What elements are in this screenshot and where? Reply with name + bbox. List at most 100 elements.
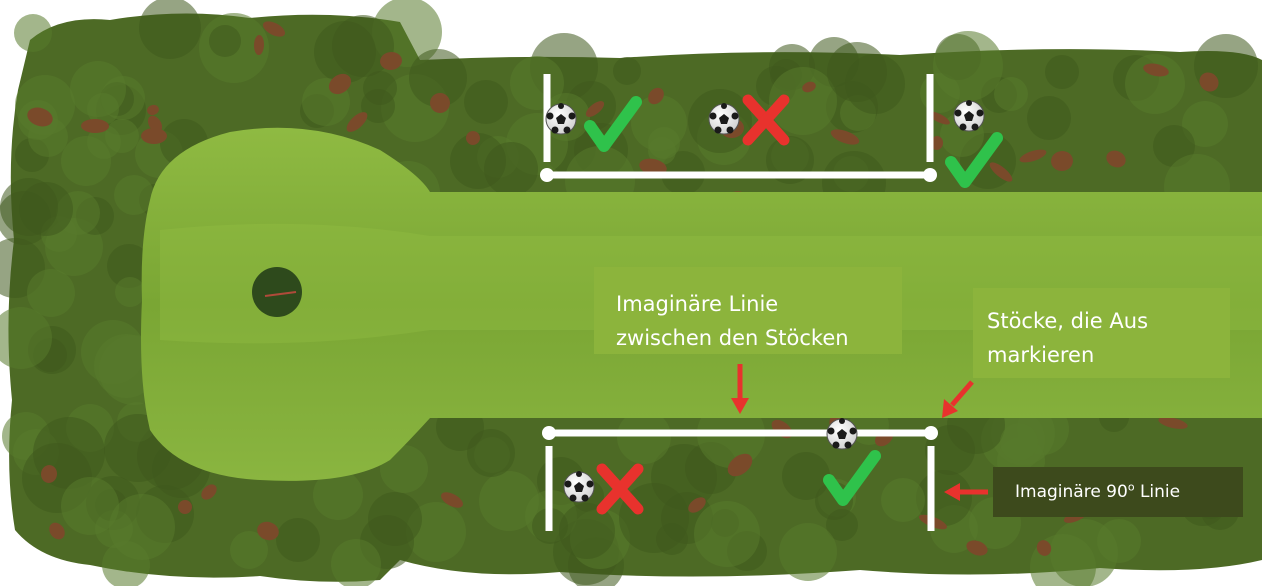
bush (361, 89, 395, 123)
green-hole-area (252, 267, 302, 317)
bush (1000, 423, 1038, 461)
dirt-patch (81, 118, 109, 134)
dirt-patch (441, 492, 463, 508)
dirt-patch (178, 500, 192, 514)
soccer-ball-icon (563, 471, 595, 503)
label-ninety-line: Imaginäre 90o Linie (993, 467, 1243, 517)
ball-marker (545, 96, 642, 152)
check-icon (945, 132, 1003, 188)
dirt-patch (201, 484, 217, 500)
bush (139, 0, 201, 59)
bush (1097, 519, 1141, 563)
bush (782, 452, 830, 500)
bottom-left-stick (542, 426, 556, 440)
bush (1027, 96, 1071, 140)
label-imaginary-line-2: zwischen den Stöcken (616, 326, 849, 350)
bush (332, 15, 394, 77)
dirt-patch (141, 128, 167, 144)
soccer-ball-icon (953, 100, 985, 132)
bottom-right-stick (924, 426, 938, 440)
arrow-ninety-line (944, 483, 988, 501)
check-icon (823, 450, 881, 506)
dirt-patch (830, 129, 860, 145)
bush (1125, 54, 1185, 114)
dirt-patch (966, 540, 988, 556)
dirt-patch (727, 453, 753, 477)
dirt-patch (346, 112, 368, 132)
bush (107, 244, 151, 288)
bush (694, 501, 760, 567)
top-left-stick (540, 168, 554, 182)
label-sticks-out-2: markieren (987, 343, 1095, 367)
bush (114, 175, 154, 215)
soccer-ball-icon (708, 103, 740, 135)
bush (613, 57, 641, 85)
dirt-patch (585, 101, 605, 117)
dirt-patch (262, 21, 286, 37)
bush (994, 77, 1028, 111)
dirt-patch (430, 92, 450, 113)
bush (230, 531, 268, 569)
bush (70, 61, 126, 117)
dirt-patch (1036, 540, 1052, 556)
bush (276, 518, 320, 562)
bush (27, 269, 75, 317)
label-ninety-prefix: Imaginäre 90 (1015, 482, 1128, 502)
label-imaginary-line: Imaginäre Linie zwischen den Stöcken (594, 267, 902, 354)
dirt-patch (1143, 63, 1169, 77)
soccer-ball-icon (545, 103, 577, 135)
label-ninety-line-text: Imaginäre 90o Linie (1015, 480, 1243, 504)
bush (479, 471, 539, 531)
bush (1045, 55, 1079, 89)
dirt-patch (40, 465, 58, 483)
bush (209, 25, 241, 57)
bush (0, 307, 52, 369)
bush (0, 178, 58, 236)
dirt-patch (27, 107, 53, 127)
dirt-patch (147, 104, 159, 116)
dirt-patch (930, 136, 944, 150)
dirt-patch (466, 131, 480, 145)
bush (109, 494, 175, 560)
bush (617, 410, 671, 464)
arrow-sticks (942, 380, 974, 418)
annotation-arrows (731, 364, 988, 501)
dirt-patch (380, 51, 402, 71)
bush (331, 539, 381, 586)
dirt-patch (1106, 150, 1126, 168)
bush (845, 54, 905, 114)
bush (464, 80, 508, 124)
bush (631, 95, 687, 151)
bush (28, 117, 68, 157)
bush (769, 67, 837, 135)
bush (1182, 101, 1228, 147)
cross-icon (742, 94, 790, 146)
arrow-imaginary-line (731, 364, 749, 414)
bush (61, 477, 119, 535)
dirt-patch (639, 158, 667, 176)
hole-flag (264, 291, 297, 297)
label-sticks-out: Stöcke, die Aus markieren (973, 288, 1230, 378)
dirt-patch (648, 87, 664, 105)
bush (115, 277, 145, 307)
label-ninety-suffix: Linie (1134, 482, 1181, 502)
label-sticks-out-1: Stöcke, die Aus (987, 309, 1149, 333)
soccer-ball-icon (826, 418, 858, 450)
label-imaginary-line-1: Imaginäre Linie (616, 292, 779, 316)
bush (881, 478, 925, 522)
dirt-patch (147, 115, 163, 133)
bush (313, 470, 363, 520)
dirt-patch (688, 497, 706, 513)
bottom-out-boundary (542, 426, 938, 531)
dirt-patch (1158, 417, 1188, 429)
bush (779, 523, 837, 581)
bush (559, 503, 615, 559)
ball-markers (545, 94, 1003, 515)
dirt-patch (1199, 72, 1219, 92)
top-right-stick (923, 168, 937, 182)
bush (450, 133, 506, 189)
bush (409, 49, 467, 107)
dirt-patch (1019, 149, 1047, 163)
bush (87, 125, 121, 159)
